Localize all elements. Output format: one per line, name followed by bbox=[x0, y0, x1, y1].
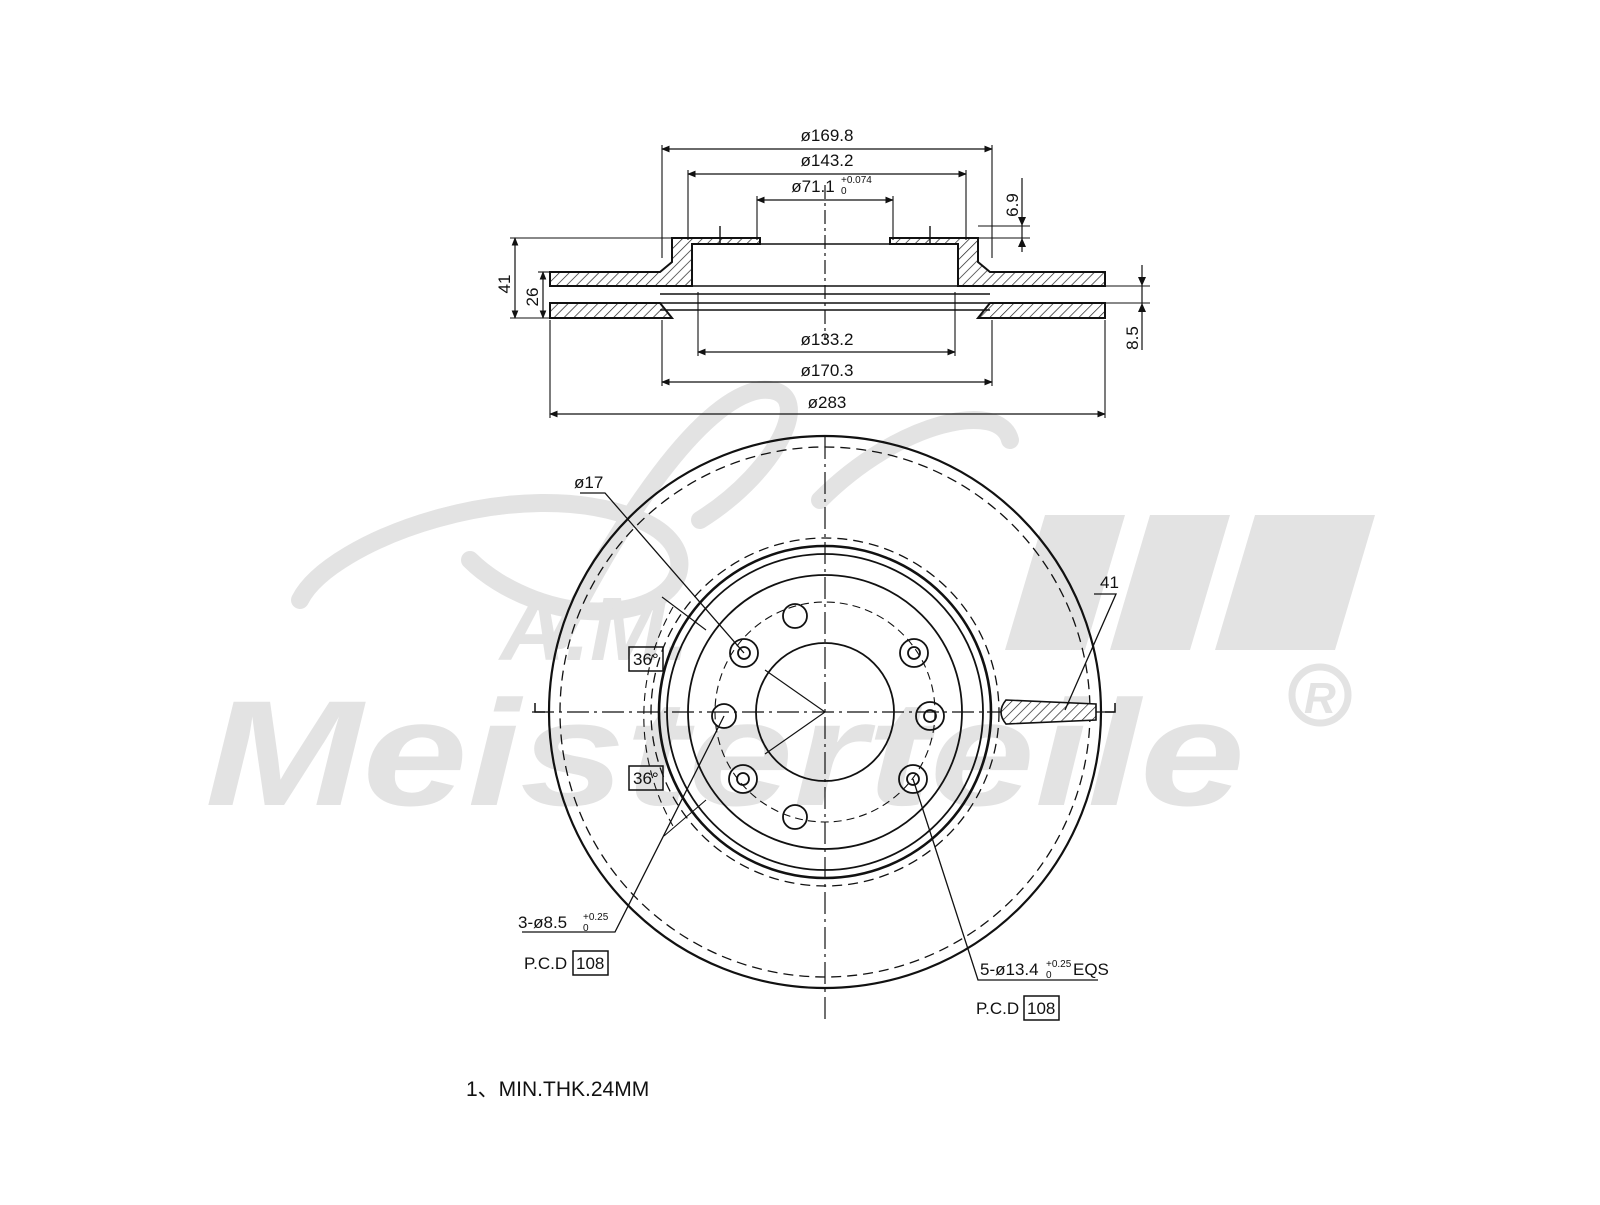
callout-bolt-holes-suffix: EQS bbox=[1073, 960, 1109, 979]
dim-d143-2: ø143.2 bbox=[801, 151, 854, 170]
watermark: A.M. Meisterteile R bbox=[205, 380, 1375, 837]
callout-bolt-holes: 5-ø13.4 bbox=[980, 960, 1039, 979]
section-view bbox=[510, 145, 1150, 418]
small-holes bbox=[711, 603, 808, 830]
callout-small-pcd-label: P.C.D bbox=[524, 954, 567, 973]
callout-bolt-pcd-label: P.C.D bbox=[976, 999, 1019, 1018]
watermark-registered-mark: R bbox=[1304, 674, 1336, 723]
watermark-brand-main: Meisterteile bbox=[205, 669, 1245, 837]
dim-vent-gap: 8.5 bbox=[1123, 326, 1142, 350]
section-hatch bbox=[549, 237, 1106, 319]
note-min-thickness: 1、MIN.THK.24MM bbox=[466, 1078, 649, 1101]
dim-d71-1-tol-lower: 0 bbox=[841, 186, 847, 197]
watermark-brand-top: A.M. bbox=[498, 580, 690, 680]
disc-friction-dashed bbox=[650, 537, 1000, 887]
callout-small-pcd-value: 108 bbox=[576, 954, 604, 973]
dim-disc-thickness: 26 bbox=[523, 288, 542, 307]
plan-callout-labels: ø17 41 36° 36° 3-ø8.5 +0.25 0 P.C.D 108 … bbox=[518, 473, 1119, 1018]
callout-small-holes: 3-ø8.5 bbox=[518, 913, 567, 932]
watermark-swoosh bbox=[291, 380, 1019, 649]
bolt-holes bbox=[728, 638, 945, 794]
watermark-registered-circle bbox=[1288, 663, 1352, 727]
watermark-bars bbox=[1005, 515, 1375, 650]
callout-small-holes-tol-upper: +0.25 bbox=[583, 912, 609, 923]
dim-d71-1: ø71.1 bbox=[791, 177, 834, 196]
groove-slot bbox=[1000, 699, 1097, 725]
angle-box-b bbox=[628, 765, 664, 791]
angle-box-a bbox=[628, 646, 664, 672]
disc-outer-edge bbox=[547, 434, 1103, 990]
dim-d170-3: ø170.3 bbox=[801, 361, 854, 380]
small-pcd-box bbox=[572, 950, 609, 976]
callout-bolt-holes-tol-lower: 0 bbox=[1046, 970, 1052, 981]
callout-angle-a: 36° bbox=[633, 650, 659, 669]
callout-bolt-holes-tol-upper: +0.25 bbox=[1046, 959, 1072, 970]
dim-d71-1-tol-upper: +0.074 bbox=[841, 175, 872, 186]
disc-friction-inner bbox=[657, 544, 993, 880]
callout-angle-b: 36° bbox=[633, 769, 659, 788]
hat-outer bbox=[666, 553, 984, 871]
callout-bolt-pcd-value: 108 bbox=[1027, 999, 1055, 1018]
dim-d283: ø283 bbox=[808, 393, 847, 412]
bolt-pcd-box bbox=[1023, 995, 1060, 1021]
callout-slot-width: 41 bbox=[1100, 573, 1119, 592]
dim-d133-2: ø133.2 bbox=[801, 330, 854, 349]
section-dimension-labels: ø169.8 ø143.2 ø71.1 +0.074 0 6.9 41 26 8… bbox=[495, 126, 1142, 412]
dim-total-height: 41 bbox=[495, 275, 514, 294]
hat-inner bbox=[687, 574, 963, 850]
dim-d169-8: ø169.8 bbox=[801, 126, 854, 145]
dim-hat-thickness: 6.9 bbox=[1003, 193, 1022, 217]
callout-small-holes-tol-lower: 0 bbox=[583, 923, 589, 934]
plan-view bbox=[522, 434, 1118, 1021]
callout-wheel-stud-hole: ø17 bbox=[574, 473, 603, 492]
center-bore bbox=[755, 642, 895, 782]
